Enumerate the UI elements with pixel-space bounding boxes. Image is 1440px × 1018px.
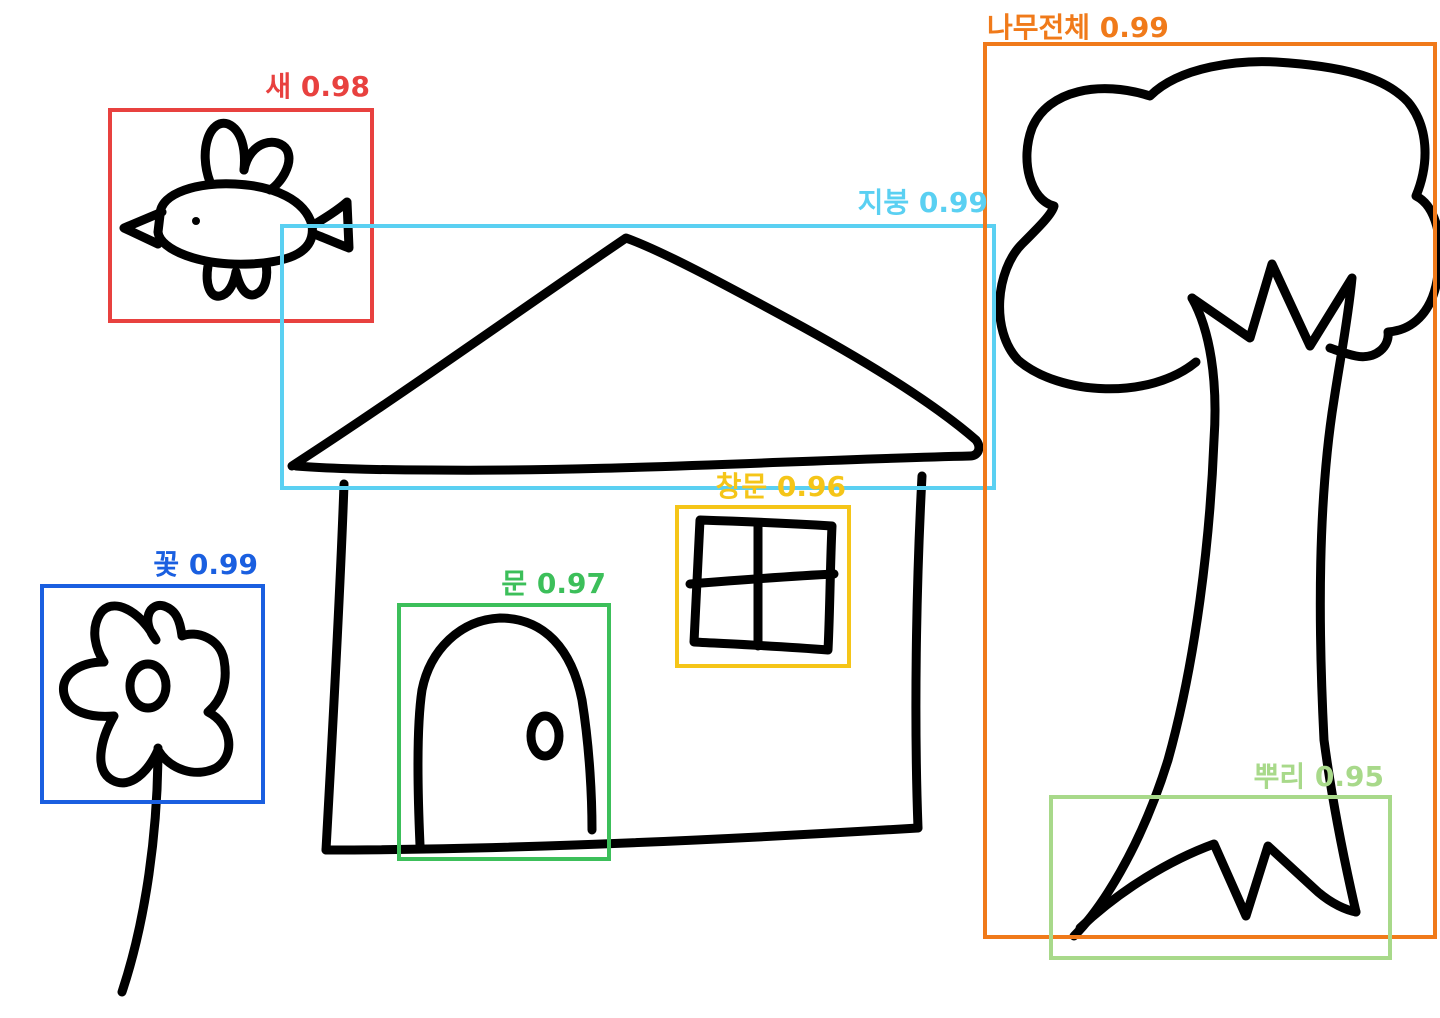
- bird-bbox: [108, 108, 374, 323]
- tree-drawing: [995, 57, 1440, 941]
- door-drawing: [413, 613, 597, 850]
- house-drawing: [287, 233, 984, 855]
- bird-label: 새 0.98: [265, 70, 370, 103]
- roots-bbox: [1049, 795, 1392, 960]
- window-drawing: [685, 515, 839, 655]
- flower-bbox: [40, 584, 265, 804]
- flower-drawing: [58, 601, 234, 997]
- window-label: 창문 0.96: [716, 470, 846, 503]
- flower-label: 꽃 0.99: [153, 548, 258, 581]
- tree-label: 나무전체 0.99: [987, 11, 1169, 44]
- window-bbox: [675, 505, 851, 668]
- roof-bbox: [280, 224, 996, 490]
- door-label: 문 0.97: [501, 567, 606, 600]
- bird-drawing: [119, 118, 354, 301]
- roots-label: 뿌리 0.95: [1254, 760, 1384, 793]
- door-bbox: [397, 603, 611, 861]
- roof-label: 지붕 0.99: [858, 186, 988, 219]
- tree-bbox: [983, 42, 1437, 939]
